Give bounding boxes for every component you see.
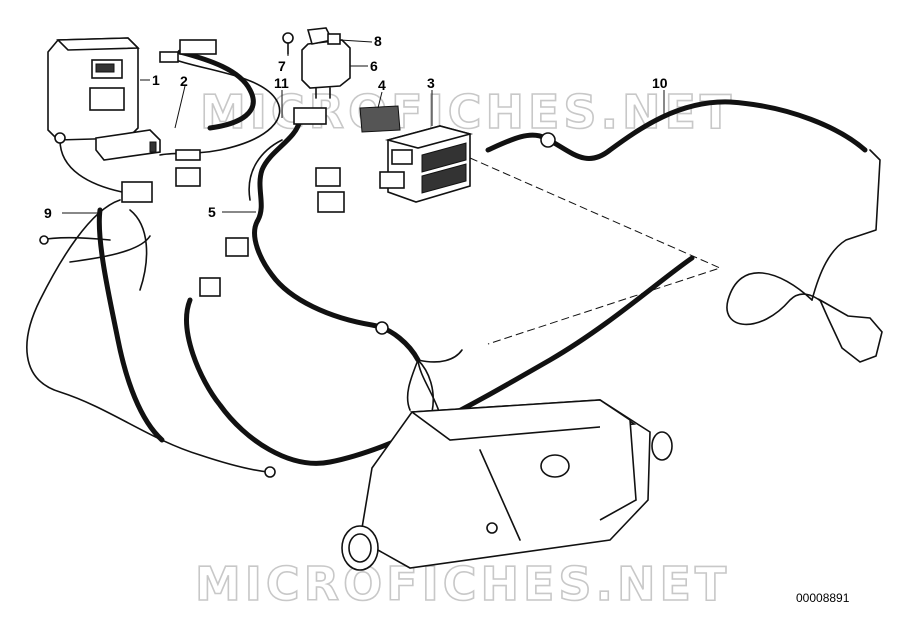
callout-5[interactable]: 5 [208,204,216,220]
connector-plug[interactable] [225,237,249,257]
relay-connector-strip[interactable] [95,129,161,161]
connector-lower[interactable] [199,277,221,297]
harness-central [175,107,421,363]
callout-2[interactable]: 2 [180,73,188,89]
callout-9[interactable]: 9 [44,205,52,221]
leader-lines [62,39,665,214]
ring-terminal-top[interactable] [54,132,66,144]
fuse-box[interactable] [379,125,474,203]
watermark-top: MICROFICHES.NET [200,85,735,139]
heater-unit[interactable] [341,399,673,571]
callout-7[interactable]: 7 [278,58,286,74]
ring-terminal-bottom[interactable] [264,466,276,478]
ring-terminal-left[interactable] [39,235,49,245]
callout-11[interactable]: 11 [274,75,289,91]
harness-grommet-right[interactable] [540,132,556,148]
harness-upper [159,39,281,161]
temperature-sensor[interactable] [818,298,883,363]
callout-4[interactable]: 4 [378,77,386,93]
callout-8[interactable]: 8 [374,33,382,49]
connector-harness-top[interactable] [293,107,327,125]
callout-1[interactable]: 1 [152,72,160,88]
callouts: 1 2 3 4 5 6 7 8 9 10 11 [44,33,668,221]
foam-pad[interactable] [359,105,401,133]
callout-6[interactable]: 6 [370,58,378,74]
grommet[interactable] [375,321,389,335]
plug-pin[interactable] [175,149,201,161]
relay[interactable] [301,27,351,99]
document-number: 00008891 [796,591,850,605]
connector-left[interactable] [175,167,201,187]
plug-small[interactable] [159,51,179,63]
harness-main [184,255,695,466]
harness-left [26,132,276,478]
control-unit[interactable] [47,37,140,141]
connector-top[interactable] [179,39,217,55]
connector-harness-relay[interactable] [317,191,345,213]
harness-right [485,99,883,363]
connector-housing[interactable] [121,181,153,203]
callout-3[interactable]: 3 [427,75,435,91]
connector-harness-mid[interactable] [315,167,341,187]
watermark-bottom: MICROFICHES.NET [195,557,730,611]
callout-10[interactable]: 10 [652,75,668,91]
routing-outline [469,157,722,345]
